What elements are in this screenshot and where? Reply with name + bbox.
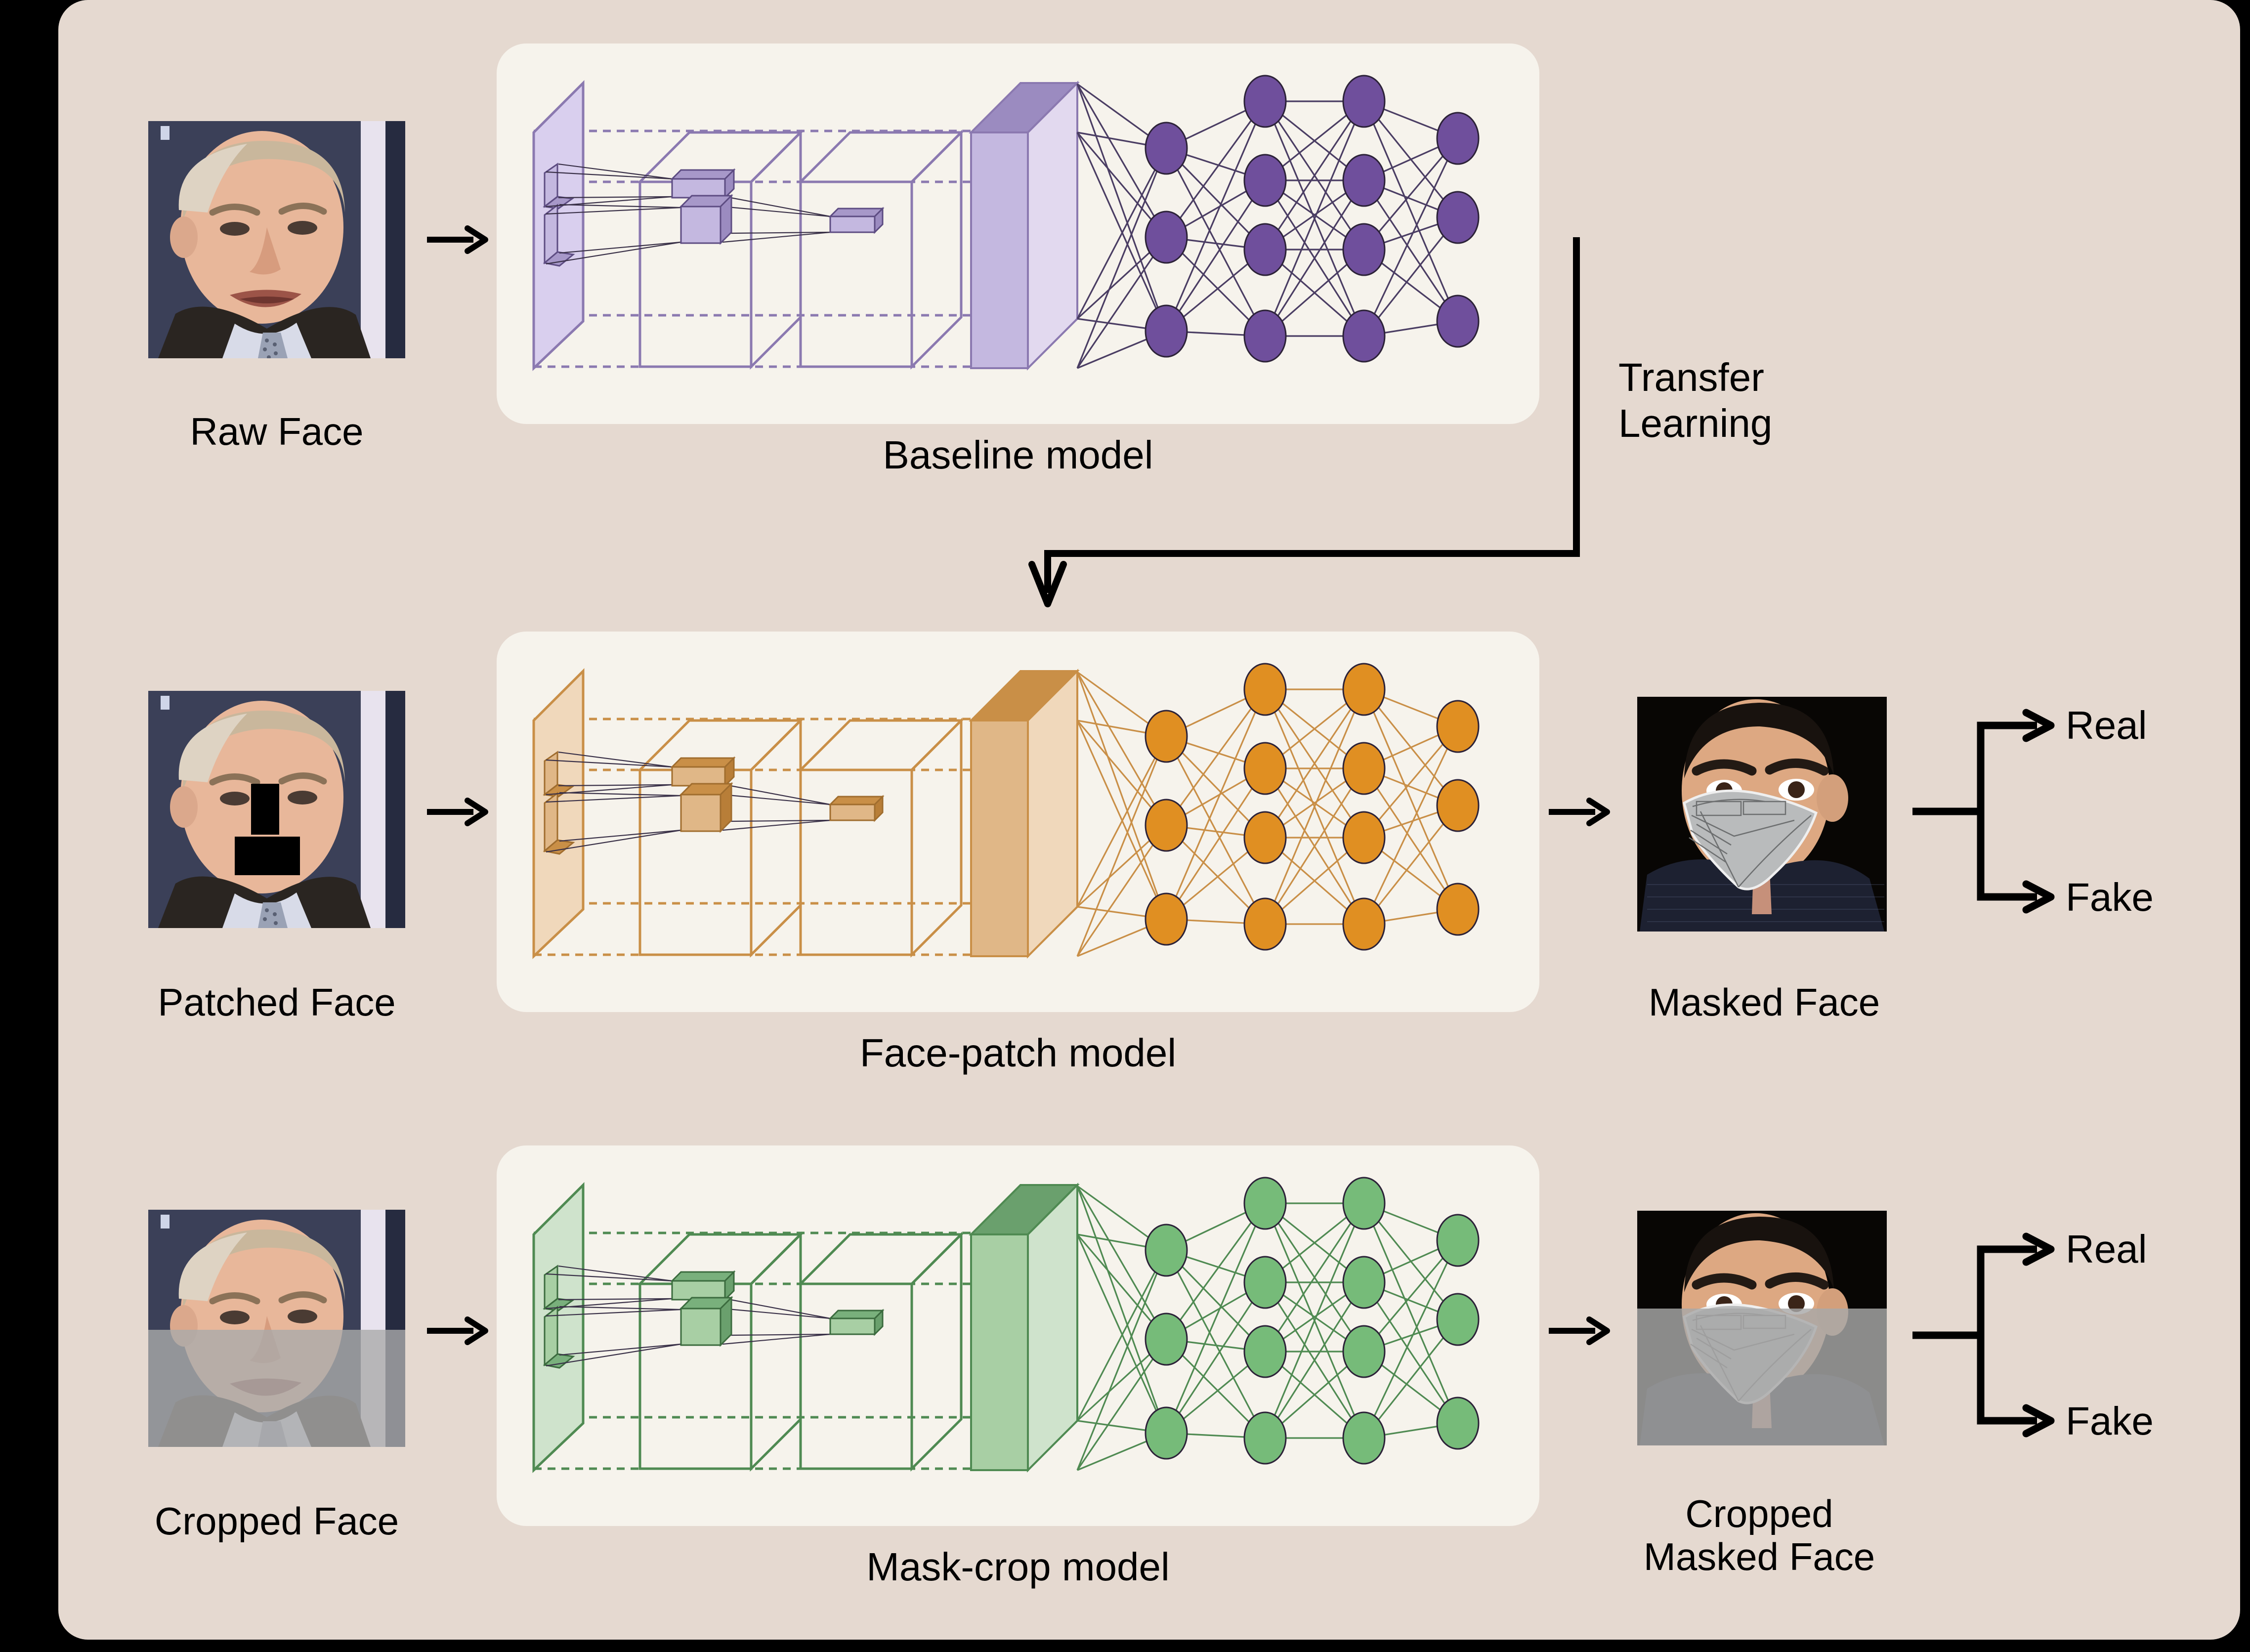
patched-face-caption: Patched Face <box>158 980 396 1024</box>
arrow-input-to-face-patch <box>427 798 488 826</box>
face-patch-real-label: Real <box>2066 703 2147 747</box>
cropped-face-caption: Cropped Face <box>154 1499 399 1543</box>
raw-face-photo <box>148 121 405 358</box>
transfer-learning-arrow <box>1028 237 1580 607</box>
arrow-input-to-mask-crop <box>427 1316 488 1345</box>
face-patch-model-caption: Face-patch model <box>859 1031 1177 1075</box>
face-patch-decision-branch <box>1912 709 2055 914</box>
mask-crop-fake-label: Fake <box>2066 1399 2154 1443</box>
transfer-learning-label: Transfer Learning <box>1618 355 1773 445</box>
mask-crop-real-label: Real <box>2066 1227 2147 1271</box>
baseline-cnn-graphic <box>532 75 1480 371</box>
masked-face-caption: Masked Face <box>1648 980 1880 1024</box>
mask-crop-model-caption: Mask-crop model <box>866 1545 1170 1589</box>
patched-face-photo <box>148 691 405 928</box>
baseline-model-caption: Baseline model <box>883 433 1153 477</box>
arrow-face-patch-to-output <box>1549 798 1610 826</box>
arrow-mask-crop-to-output <box>1549 1316 1610 1345</box>
mouth-patch-rect <box>235 837 300 875</box>
eye-patch-rect <box>251 784 279 835</box>
masked-face-photo <box>1637 697 1887 932</box>
cropped-masked-face-photo <box>1637 1211 1887 1445</box>
raw-face-caption: Raw Face <box>190 410 364 453</box>
cropped-face-photo <box>148 1210 405 1447</box>
face-patch-cnn-graphic <box>532 663 1480 959</box>
cropped-masked-face-caption: Cropped Masked Face <box>1643 1492 1875 1579</box>
mask-crop-decision-branch <box>1912 1232 2055 1438</box>
crop-overlay-rect <box>148 1330 405 1447</box>
mask-crop-cnn-graphic <box>532 1177 1480 1473</box>
face-patch-fake-label: Fake <box>2066 875 2154 919</box>
arrow-input-to-baseline <box>427 225 488 254</box>
crop-overlay-rect <box>1637 1309 1887 1445</box>
